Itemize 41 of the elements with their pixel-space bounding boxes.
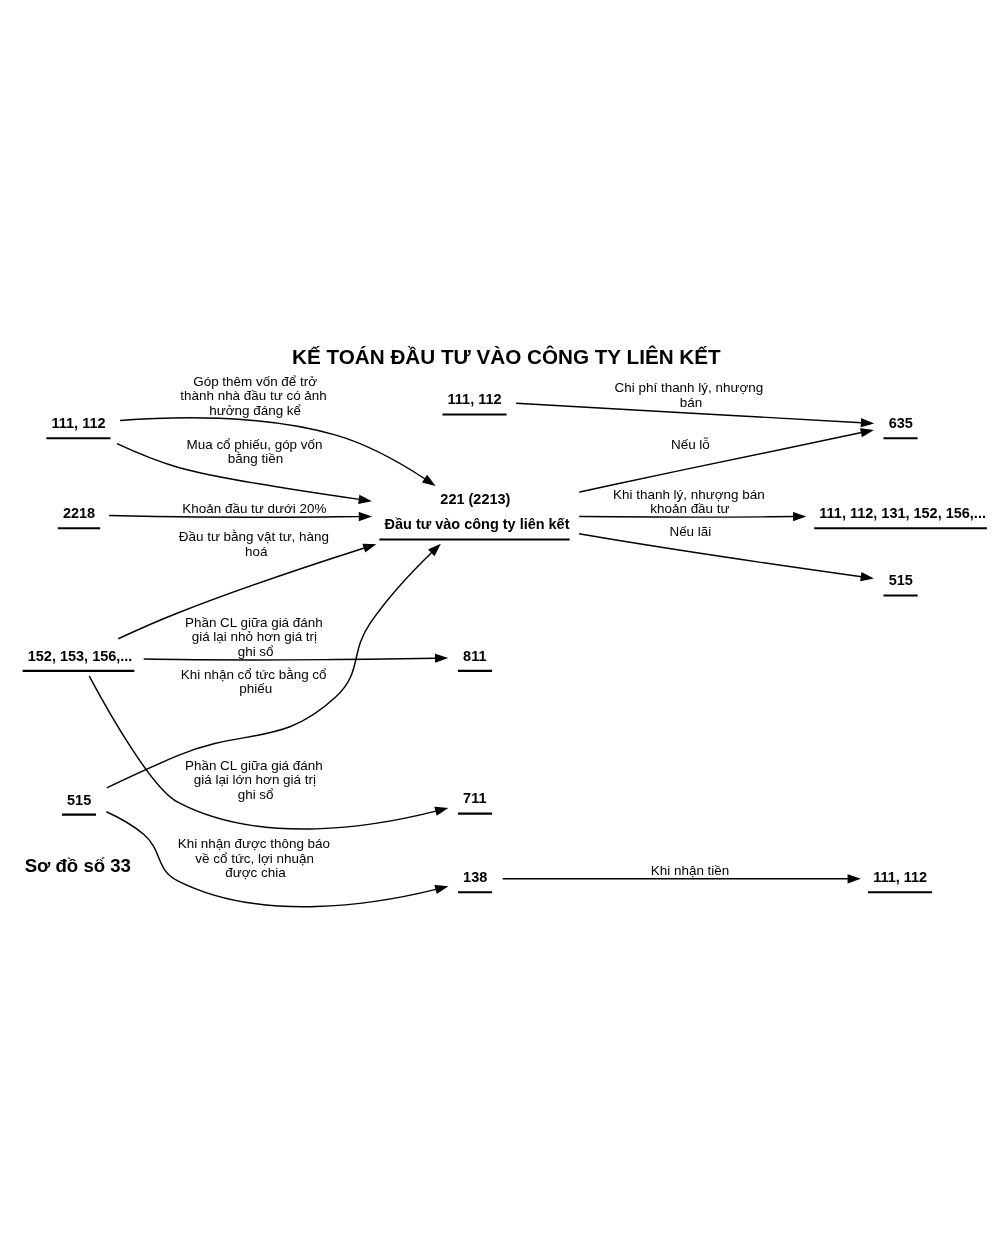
node-text: 221 (2213) Đầu tư vào công ty liên kết [384,490,569,533]
edge-label: Đầu tư bằng vật tư, hàng hoá [178,529,329,559]
arrow [107,511,372,522]
node-text: 111, 112 [51,415,106,432]
arrow [105,811,448,908]
edge-label: Chi phí thanh lý, nhượng bán [614,380,763,410]
edge-label: Góp thêm vốn để trở thành nhà đầu tư có ảnh hưởng đáng kể [179,373,327,418]
edge-label: Khi nhận được thông báo về cổ tức, lợi nhuận được chia [177,836,330,881]
edge-label: Phần CL giữa giá đánh giá lại lớn hơn giá trị ghi sổ [184,757,323,802]
arrow [577,533,874,582]
arrow [577,511,806,522]
arrow [118,417,436,486]
node-text: 138 [462,869,487,886]
node-text: 111, 112 [872,869,927,886]
node-text: 2218 [62,505,95,522]
arrow [514,402,874,428]
node-text: 515 [66,791,91,808]
edge-label: Khi nhận cổ tức bằng cổ phiếu [180,666,327,697]
edge-label: Nếu lỗ [670,436,710,452]
edge-label: Khi thanh lý, nhượng bán khoản đầu tư [612,486,765,517]
arrow [88,675,448,830]
edge-label: Khi nhận tiền [650,863,729,879]
edge-label: Nếu lãi [668,523,711,539]
arrow [115,442,372,504]
node-text: 152, 153, 156,... [27,647,132,664]
node-text: 711 [462,790,486,807]
diagram-title: KẾ TOÁN ĐẦU TƯ VÀO CÔNG TY LIÊN KẾT [291,344,721,368]
arrow [501,874,861,884]
node-text: 515 [888,572,913,589]
node-text: 111, 112, 131, 152, 156,... [818,505,986,522]
node-text: 111, 112 [447,391,502,408]
node-text: 635 [888,415,913,432]
edge-label: Mua cổ phiếu, góp vốn bằng tiền [186,436,322,467]
label: Sơ đồ số 33 [24,854,131,876]
arrow [117,543,376,640]
edge-label: Phần CL giữa giá đánh giá lại nhỏ hơn giá trị ghi sổ [184,614,323,659]
node-text: 811 [462,647,486,664]
arrow [105,543,441,789]
arrow [577,428,874,493]
arrow [142,653,448,663]
edge-label: Khoản đầu tư dưới 20% [181,501,326,517]
